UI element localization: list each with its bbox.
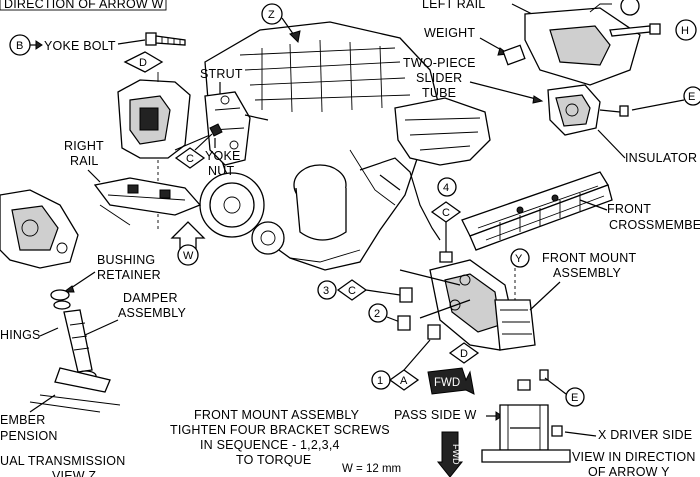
- callout-three-group: 3 C: [317, 279, 413, 303]
- bushing-retainer-group: BUSHING RETAINER: [50, 253, 161, 310]
- fwd-label-2: FWD: [451, 444, 461, 465]
- strut-group: STRUT: [200, 67, 269, 166]
- arrow-z-callout: Z: [261, 3, 301, 44]
- weight-label: WEIGHT: [424, 26, 475, 40]
- callout-h: H: [681, 25, 689, 37]
- callout-one-group: 1 A: [371, 339, 431, 391]
- member-label-2: PENSION: [0, 429, 58, 443]
- torque-note: FRONT MOUNT ASSEMBLY TIGHTEN FOUR BRACKE…: [170, 408, 401, 475]
- bushings-leader: [39, 327, 59, 337]
- callout-w: W: [183, 250, 194, 262]
- right-rail-label-2: RAIL: [70, 154, 99, 168]
- arrow-w-callout: W: [170, 221, 206, 266]
- front-mount-label-2: ASSEMBLY: [553, 266, 622, 280]
- callout-e-top: E: [688, 91, 695, 103]
- torque-note-line-3: IN SEQUENCE - 1,2,3,4: [200, 438, 340, 452]
- callout-a: A: [400, 375, 408, 387]
- torque-note-line-2: TIGHTEN FOUR BRACKET SCREWS: [170, 423, 390, 437]
- member-leader: [29, 394, 56, 413]
- front-crossmember: FRONT CROSSMEMBER: [461, 171, 700, 251]
- slider-tube-label-1: TWO-PIECE: [403, 56, 476, 70]
- front-mount-label-1: FRONT MOUNT: [542, 251, 636, 265]
- callout-two: 2: [374, 308, 380, 320]
- view-y-label-1: VIEW IN DIRECTION: [572, 450, 696, 464]
- insulator-group: E INSULATOR: [547, 84, 700, 165]
- manual-transmission-mount: [0, 189, 79, 269]
- callout-three: 3: [323, 285, 329, 297]
- w-spec-label: W = 12 mm: [342, 463, 401, 475]
- callout-two-group: 2: [368, 303, 441, 340]
- front-crossmember-label-2: CROSSMEMBER: [609, 218, 700, 232]
- yoke-nut-group: YOKE NUT C: [174, 123, 241, 178]
- callout-z: Z: [268, 9, 275, 21]
- callout-d-top: D: [139, 57, 147, 69]
- callout-d-mid-group: D FWD: [427, 342, 480, 395]
- yoke-nut-label-1: YOKE: [205, 149, 241, 163]
- callout-c-strut: C: [186, 153, 194, 165]
- callout-y: Y: [515, 253, 523, 265]
- right-mount-bracket: [117, 72, 211, 230]
- callout-d-top-group: D: [123, 51, 164, 73]
- callout-d-mid: D: [460, 348, 468, 360]
- slider-tube-label-3: TUBE: [422, 86, 456, 100]
- weight-group: WEIGHT: [424, 26, 526, 66]
- view-y-inset: PASS SIDE W X DRIVER SIDE FWD VIEW IN DI…: [394, 404, 696, 477]
- direction-arrow-w-label: DIRECTION OF ARROW W: [4, 0, 164, 11]
- left-rail-label: LEFT RAIL: [422, 0, 485, 11]
- callout-one: 1: [377, 375, 383, 387]
- manual-transmission-label-1: UAL TRANSMISSION: [0, 454, 125, 468]
- torque-note-line-4: TO TORQUE: [236, 453, 311, 467]
- front-mount-assembly: Y FRONT MOUNT ASSEMBLY: [399, 248, 636, 351]
- damper-assembly-label-1: DAMPER: [123, 291, 178, 305]
- callout-four-group: 4 C: [430, 177, 462, 263]
- driver-side-label: X DRIVER SIDE: [598, 428, 692, 442]
- slider-tube-label-2: SLIDER: [416, 71, 462, 85]
- front-crossmember-label-1: FRONT: [607, 202, 651, 216]
- callout-c-three: C: [348, 285, 356, 297]
- engine-block: [199, 21, 441, 271]
- yoke-bolt-group: B YOKE BOLT: [9, 32, 186, 56]
- manual-transmission-label-2: VIEW Z: [52, 469, 96, 477]
- right-rail-label-1: RIGHT: [64, 139, 104, 153]
- strut-label: STRUT: [200, 67, 243, 81]
- slider-tube-group: TWO-PIECE SLIDER TUBE: [403, 56, 544, 104]
- callout-c-mount: C: [442, 207, 450, 219]
- yoke-nut-label-2: NUT: [208, 164, 234, 178]
- yoke-bolt-label: YOKE BOLT: [44, 39, 116, 53]
- direction-arrow-w-caption: DIRECTION OF ARROW W: [0, 0, 167, 11]
- damper-assembly-label-2: ASSEMBLY: [118, 306, 187, 320]
- bushing-retainer-label-2: RETAINER: [97, 268, 161, 282]
- fwd-label-1: FWD: [434, 377, 460, 389]
- left-rail-group: LEFT RAIL H: [422, 0, 697, 86]
- callout-b: B: [16, 40, 23, 52]
- damper-assembly-group: DAMPER ASSEMBLY: [29, 291, 187, 413]
- view-y-label-2: OF ARROW Y: [588, 465, 670, 477]
- callout-e-bottom: E: [571, 392, 578, 404]
- bushings-label: HINGS: [0, 328, 41, 342]
- pass-side-label: PASS SIDE W: [394, 408, 477, 422]
- callout-e-bottom-group: E: [517, 369, 585, 407]
- callout-four: 4: [443, 182, 449, 194]
- member-label-1: EMBER: [0, 413, 45, 427]
- right-rail-group: RIGHT RAIL: [64, 139, 202, 226]
- bushing-retainer-label-1: BUSHING: [97, 253, 155, 267]
- insulator-label: INSULATOR: [625, 151, 697, 165]
- transaxle-housing: [359, 97, 491, 241]
- torque-note-line-1: FRONT MOUNT ASSEMBLY: [194, 408, 360, 422]
